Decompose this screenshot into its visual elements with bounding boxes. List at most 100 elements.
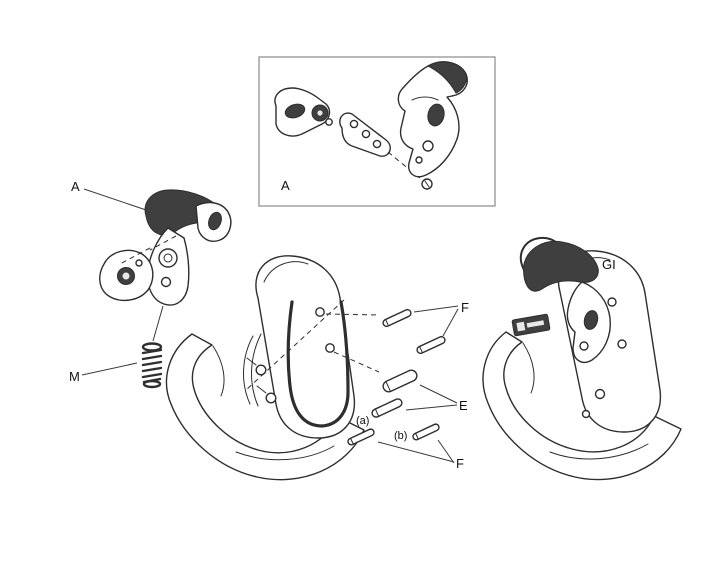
pin-e2 (371, 398, 403, 418)
label-f-bottom: F (456, 456, 464, 471)
pin-b (412, 423, 440, 441)
pin-cap (415, 432, 419, 440)
latch-hole (579, 341, 589, 351)
inset-border (258, 56, 496, 207)
label-f-top: F (461, 300, 469, 315)
plate-hole (325, 343, 335, 353)
label-pin-a: (a) (356, 415, 369, 427)
label-e: E (459, 398, 468, 413)
pins-group (347, 308, 446, 446)
spring-link-line (152, 305, 164, 342)
leader-line-a (83, 188, 153, 213)
pin-f2 (416, 335, 446, 355)
hook-tip-contour (522, 342, 535, 394)
pin-body (412, 423, 440, 441)
pin-cap (385, 318, 390, 327)
inset-detail-box: A (258, 56, 496, 207)
side-plate-stud (135, 259, 143, 267)
latch-catch-slot (208, 211, 222, 231)
hook-shade-line (549, 443, 649, 460)
callouts: F E F (a) (b) (356, 300, 469, 471)
logo-mark (516, 321, 526, 332)
pin-cap (419, 345, 424, 354)
cam-knob-center (317, 110, 323, 116)
latch-hole-small (160, 276, 172, 288)
pin-body (371, 398, 403, 418)
hook-body-exploded (165, 255, 381, 481)
center-line-dash (245, 299, 345, 391)
hook-shade-line (235, 445, 335, 461)
latch-pivot-hole (158, 248, 178, 268)
pin-axis-dash (325, 313, 381, 316)
inset-latch-lever (397, 61, 468, 178)
link-hole (361, 129, 371, 139)
spring-assembly: M (69, 342, 163, 389)
inset-link-plate (339, 112, 433, 190)
hook-back-plate (255, 255, 356, 439)
label-gi: GI (602, 257, 616, 272)
label-pin-b: (b) (394, 430, 407, 442)
label-m: M (69, 369, 80, 384)
pin-body (382, 308, 412, 328)
latch-pivot-inner (163, 253, 173, 263)
plate-hole (594, 388, 606, 400)
link-hole (349, 119, 359, 129)
pin-body (347, 428, 375, 446)
plate-hole (617, 339, 627, 349)
pin-cap (385, 381, 392, 392)
pin-f1 (382, 308, 412, 328)
cam-slot (284, 103, 306, 119)
spring-bottom (142, 379, 162, 389)
lever-hole (422, 140, 434, 152)
side-plate-center (122, 272, 130, 280)
hook-slot-profile (286, 300, 350, 428)
pin-body (416, 335, 446, 355)
plate-hole (581, 409, 591, 419)
axis-dash (149, 235, 177, 251)
spring-coil (141, 366, 163, 373)
leader-e (405, 404, 458, 411)
plate-hole (315, 307, 325, 317)
pin-cap (374, 408, 380, 417)
lever-hole-small (415, 156, 423, 164)
spring-coil (141, 354, 163, 361)
assembly-axis-dash (387, 151, 422, 180)
leader-e (419, 384, 458, 404)
leader-f-bottom (377, 441, 455, 463)
lever-slot (427, 103, 445, 127)
pin-a (347, 428, 375, 446)
inset-latch-cam (274, 87, 333, 137)
leader-f-top (413, 305, 459, 313)
leader-f-top (442, 308, 459, 337)
hook-crescent (482, 331, 682, 481)
latch-assembly-exploded: A (71, 179, 232, 342)
lever-contour (411, 96, 439, 101)
plate-hole (607, 297, 617, 307)
spring-coil (141, 360, 163, 367)
hook-tip-contour (212, 345, 225, 397)
plate-stud (255, 364, 267, 376)
spring-coil (141, 348, 163, 355)
leader-f-bottom (437, 439, 455, 464)
plate-rib (243, 335, 254, 405)
link-hole (372, 139, 382, 149)
latch-lever-dark (523, 240, 599, 292)
pin-e1 (382, 369, 418, 393)
plate-top-contour (263, 261, 309, 283)
small-pin-detail (424, 180, 430, 188)
cam-bolt (325, 118, 333, 126)
pin-body (382, 369, 418, 393)
logo-text-band (526, 320, 545, 328)
inset-label-a: A (281, 178, 290, 193)
assembled-hook: GI (482, 236, 682, 481)
axis-dash (119, 247, 151, 265)
spring-coil (141, 372, 163, 379)
stud-line (256, 385, 267, 394)
leader-line-m (81, 362, 138, 376)
latch-slot (583, 310, 599, 330)
plate-rib (251, 333, 262, 407)
label-a: A (71, 179, 80, 194)
stud-line (246, 357, 257, 366)
